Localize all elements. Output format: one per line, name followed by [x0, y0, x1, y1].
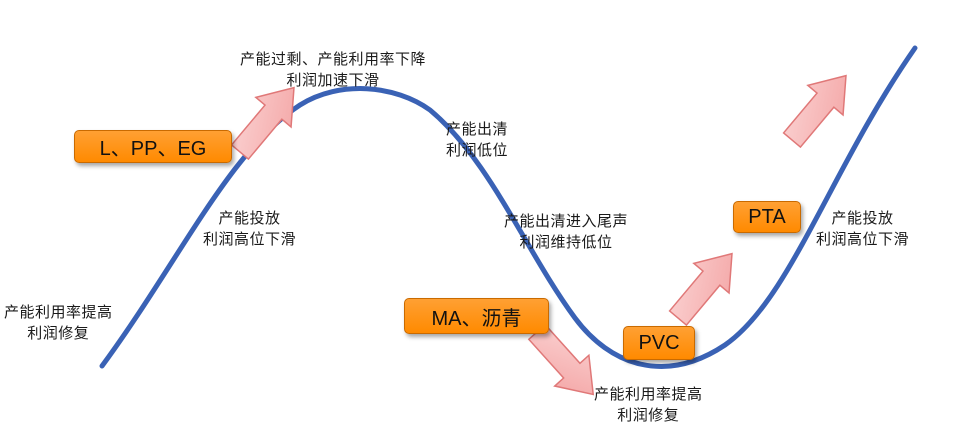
note-bottom-line1: 产能利用率提高: [594, 385, 703, 403]
note-clearing-end-line2: 利润维持低位: [519, 233, 613, 251]
note-peak: 产能过剩、产能利用率下降 利润加速下滑: [240, 49, 426, 91]
note-rise-line2: 利润高位下滑: [203, 230, 297, 248]
arrow-up-pvc: [668, 252, 733, 327]
note-start: 产能利用率提高 利润修复: [4, 302, 113, 344]
arrow-up-peak: [230, 86, 295, 161]
note-clearing-end: 产能出清进入尾声 利润维持低位: [504, 211, 628, 253]
arrow-up-right: [782, 74, 847, 149]
note-bottom: 产能利用率提高 利润修复: [594, 384, 703, 426]
note-right: 产能投放 利润高位下滑: [816, 208, 909, 250]
note-clearing-end-line1: 产能出清进入尾声: [504, 212, 629, 230]
note-right-line2: 利润高位下滑: [816, 230, 910, 248]
note-bottom-line2: 利润修复: [617, 406, 680, 424]
note-rise-line1: 产能投放: [218, 209, 281, 227]
tag-l-pp-eg: L、PP、EG: [74, 130, 232, 163]
note-clearing-line2: 利润低位: [446, 141, 509, 159]
note-clearing: 产能出清 利润低位: [446, 119, 508, 161]
arrow-down-bottom: [527, 323, 595, 396]
note-rise: 产能投放 利润高位下滑: [203, 208, 296, 250]
tag-pvc: PVC: [623, 326, 695, 360]
note-clearing-line1: 产能出清: [446, 120, 509, 138]
note-right-line1: 产能投放: [831, 209, 894, 227]
note-peak-line2: 利润加速下滑: [286, 71, 380, 89]
tag-ma-asphalt: MA、沥青: [404, 298, 549, 334]
tag-pta: PTA: [733, 201, 801, 233]
note-start-line2: 利润修复: [27, 324, 90, 342]
note-peak-line1: 产能过剩、产能利用率下降: [240, 50, 427, 68]
note-start-line1: 产能利用率提高: [4, 303, 113, 321]
